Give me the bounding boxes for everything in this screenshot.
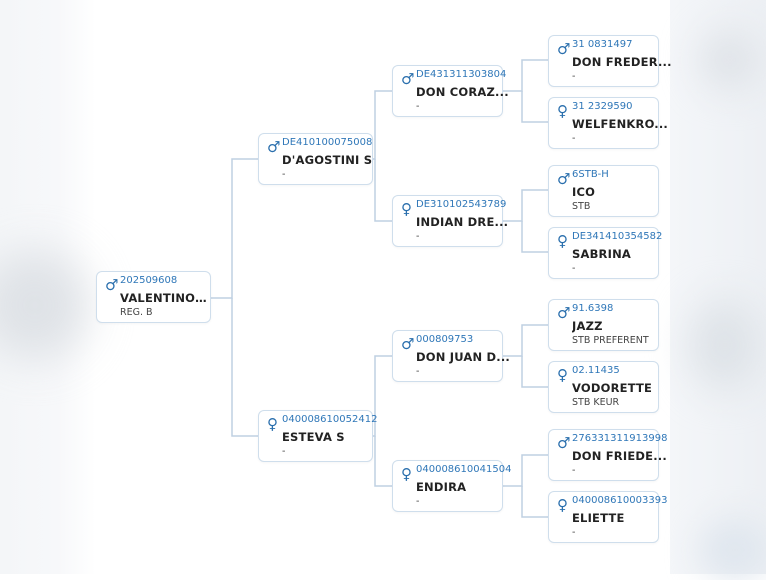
registration-number: 91.6398 <box>572 303 614 314</box>
male-icon: ♂ <box>401 335 415 353</box>
registration-number: 202509608 <box>120 275 178 286</box>
female-icon: ♀ <box>557 232 568 250</box>
horse-card-sire-sire[interactable]: ♂ DE431311303804 DON CORAZ... - <box>392 65 509 117</box>
horse-name: VODORETTE <box>572 381 653 395</box>
horse-card-dam[interactable]: ♀ 040008610052412 ESTEVA S - <box>258 410 377 462</box>
studbook-info: - <box>416 496 420 507</box>
male-icon: ♂ <box>557 434 571 452</box>
horse-name: VALENTINO ... <box>120 291 208 305</box>
studbook-info: - <box>572 527 576 538</box>
female-icon: ♀ <box>557 366 568 384</box>
horse-card-dsd[interactable]: ♀ 02.11435 VODORETTE STB KEUR <box>548 361 659 413</box>
horse-card-dds[interactable]: ♂ 276331311913998 DON FRIEDE... - <box>548 429 667 481</box>
right-backdrop <box>670 0 766 580</box>
horse-name: ELIETTE <box>572 511 625 525</box>
registration-number: 040008610052412 <box>282 414 378 425</box>
horse-name: ESTEVA S <box>282 430 345 444</box>
horse-card-sire[interactable]: ♂ DE410100075008 D'AGOSTINI S - <box>258 133 373 185</box>
horse-card-sds[interactable]: ♂ 6STB-H ICO STB <box>548 165 659 217</box>
studbook-info: - <box>416 231 420 242</box>
horse-card-sire-dam[interactable]: ♀ DE310102543789 INDIAN DRE... - <box>392 195 508 247</box>
horse-name: INDIAN DRE... <box>416 215 509 229</box>
female-icon: ♀ <box>267 415 278 433</box>
registration-number: DE410100075008 <box>282 137 373 148</box>
studbook-info: REG. B <box>120 307 153 318</box>
horse-card-sdd[interactable]: ♀ DE341410354582 SABRINA - <box>548 227 663 279</box>
studbook-info: STB KEUR <box>572 397 620 408</box>
male-icon: ♂ <box>557 40 571 58</box>
female-icon: ♀ <box>401 200 412 218</box>
registration-number: DE310102543789 <box>416 199 507 210</box>
male-icon: ♂ <box>267 138 281 156</box>
horse-card-sss[interactable]: ♂ 31 0831497 DON FREDER... - <box>548 35 672 87</box>
studbook-info: STB PREFERENT <box>572 335 649 346</box>
studbook-info: - <box>572 465 576 476</box>
registration-number: DE431311303804 <box>416 69 507 80</box>
horse-name: JAZZ <box>572 319 603 333</box>
horse-name: DON FREDER... <box>572 55 672 69</box>
female-icon: ♀ <box>557 496 568 514</box>
male-icon: ♂ <box>105 276 119 294</box>
horse-card-dss[interactable]: ♂ 91.6398 JAZZ STB PREFERENT <box>548 299 659 351</box>
male-icon: ♂ <box>401 70 415 88</box>
female-icon: ♀ <box>557 102 568 120</box>
horse-card-dam-sire[interactable]: ♂ 000809753 DON JUAN D... - <box>392 330 510 382</box>
female-icon: ♀ <box>401 465 412 483</box>
registration-number: 000809753 <box>416 334 474 345</box>
horse-card-subject[interactable]: ♂ 202509608 VALENTINO ... REG. B <box>96 271 211 323</box>
horse-name: DON CORAZ... <box>416 85 509 99</box>
horse-card-dam-dam[interactable]: ♀ 040008610041504 ENDIRA - <box>392 460 511 512</box>
male-icon: ♂ <box>557 170 571 188</box>
horse-name: DON JUAN D... <box>416 350 510 364</box>
studbook-info: - <box>282 169 286 180</box>
studbook-info: - <box>572 71 576 82</box>
horse-name: ICO <box>572 185 596 199</box>
studbook-info: - <box>572 263 576 274</box>
male-icon: ♂ <box>557 304 571 322</box>
horse-card-ssd[interactable]: ♀ 31 2329590 WELFENKRO... - <box>548 97 668 149</box>
studbook-info: STB <box>572 201 591 212</box>
registration-number: 276331311913998 <box>572 433 668 444</box>
registration-number: DE341410354582 <box>572 231 663 242</box>
registration-number: 040008610041504 <box>416 464 512 475</box>
horse-card-ddd[interactable]: ♀ 040008610003393 ELIETTE - <box>548 491 667 543</box>
horse-name: WELFENKRO... <box>572 117 669 131</box>
registration-number: 02.11435 <box>572 365 620 376</box>
registration-number: 31 0831497 <box>572 39 633 50</box>
studbook-info: - <box>416 101 420 112</box>
studbook-info: - <box>282 446 286 457</box>
horse-name: ENDIRA <box>416 480 467 494</box>
horse-name: DON FRIEDE... <box>572 449 667 463</box>
studbook-info: - <box>572 133 576 144</box>
registration-number: 31 2329590 <box>572 101 633 112</box>
left-backdrop <box>0 0 96 574</box>
horse-name: D'AGOSTINI S <box>282 153 373 167</box>
horse-name: SABRINA <box>572 247 632 261</box>
registration-number: 040008610003393 <box>572 495 668 506</box>
registration-number: 6STB-H <box>572 169 609 180</box>
studbook-info: - <box>416 366 420 377</box>
